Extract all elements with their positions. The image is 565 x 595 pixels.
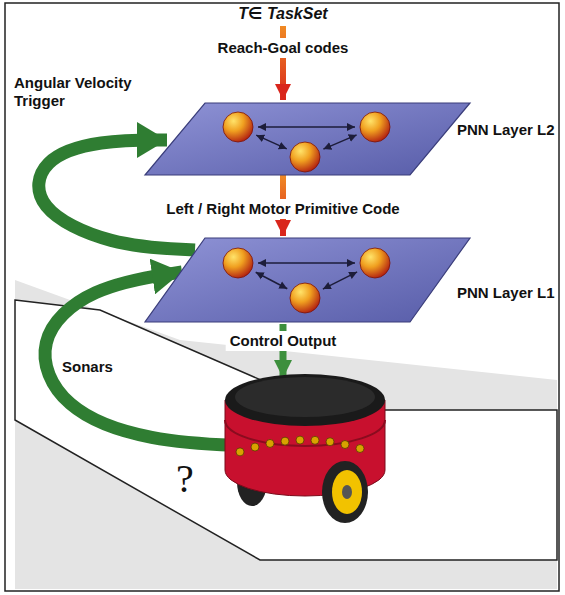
neuron-sphere [360, 248, 390, 278]
edge-label: Left / Right Motor Primitive Code [162, 199, 403, 219]
pnn-layer: PNN Layer L1 [145, 238, 557, 322]
neuron-link [323, 272, 357, 289]
neuron-link [258, 262, 355, 264]
question-mark: ? [176, 455, 194, 503]
corridor [15, 300, 557, 560]
layer-plane [145, 238, 557, 322]
neuron-link [258, 126, 355, 128]
neuron-sphere [223, 248, 253, 278]
task-label: T∈ TaskSet [238, 4, 327, 23]
neuron-sphere [290, 283, 320, 313]
neuron-sphere [360, 112, 390, 142]
layer-plane [145, 103, 557, 175]
pnn-layer: PNN Layer L2 [145, 103, 557, 175]
arrow-label: Control Output [226, 331, 341, 351]
sensor-label: Sonars [62, 358, 113, 376]
layer-title: PNN Layer L2 [457, 121, 555, 139]
neuron-link [256, 135, 286, 149]
arrow-label: Reach-Goal codes [214, 38, 353, 58]
neuron-sphere [290, 142, 320, 172]
neuron-sphere [223, 112, 253, 142]
plane-outline [145, 103, 470, 175]
floor [15, 280, 557, 589]
neuron-link [323, 135, 356, 149]
edge-label: Angular Velocity Trigger [14, 74, 164, 110]
neuron-link [256, 272, 288, 288]
plane-outline [145, 238, 470, 322]
frame [5, 3, 559, 591]
robot [225, 374, 385, 523]
layer-title: PNN Layer L1 [457, 284, 555, 302]
